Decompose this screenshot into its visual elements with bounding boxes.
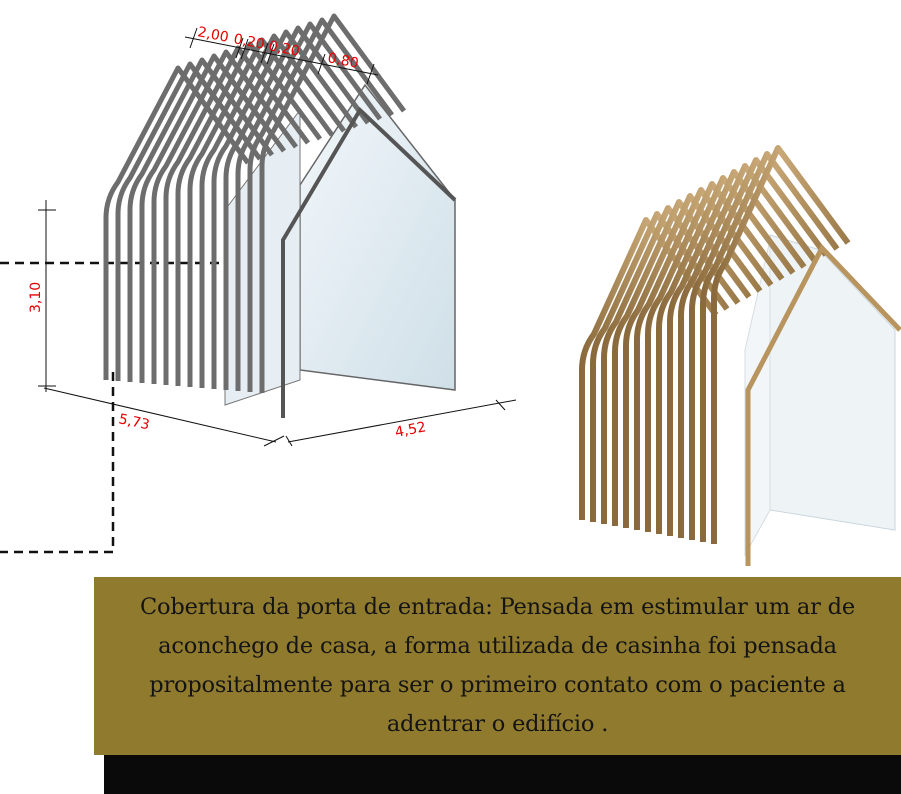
wood-slat-1	[579, 217, 719, 520]
grey-slat-14	[259, 13, 407, 393]
front-arch-edge	[281, 106, 457, 418]
wood-slat-3	[601, 205, 741, 524]
dim-top-tick-7	[366, 63, 375, 85]
wood-slat-5	[623, 193, 763, 528]
wood-slat-2	[590, 211, 730, 522]
render-front-edge	[745, 243, 901, 566]
dim-width-tick-start	[285, 435, 293, 447]
dim-top-tick-2	[235, 37, 244, 59]
technical-model	[103, 13, 457, 418]
dim-label-length: 5,73	[117, 411, 151, 433]
wood-slat-8	[656, 175, 796, 534]
wood-slat-6	[634, 187, 774, 530]
grey-slat-4	[139, 53, 287, 383]
dimension-labels: 2,00 0,20 0,20 0,80 3,10 5,73 4,52	[28, 24, 427, 441]
grey-slat-7	[175, 41, 323, 386]
wood-slat-4	[612, 199, 752, 526]
dim-length-line	[43, 387, 277, 443]
grey-slat-2	[115, 61, 263, 381]
grey-slat-12	[235, 21, 383, 391]
dim-label-top-1: 2,00	[196, 24, 230, 46]
caption-box: Cobertura da porta de entrada: Pensada e…	[94, 577, 901, 755]
dim-top-tick-6	[317, 53, 326, 75]
dim-label-top-2: 0,20	[232, 31, 266, 53]
wood-slat-12	[700, 151, 840, 542]
dim-length-tick-end	[263, 435, 285, 447]
leader-vertical-bottom	[0, 372, 115, 554]
dim-label-top-3: 0,20	[267, 38, 301, 60]
dimension-lines	[38, 27, 517, 447]
wood-slat-10	[678, 163, 818, 538]
grey-slat-1	[103, 65, 251, 380]
dim-width-line	[287, 399, 517, 443]
dim-top-line	[184, 36, 379, 76]
grey-slats	[103, 13, 407, 393]
grey-slat-5	[151, 49, 299, 384]
grey-slat-13	[247, 17, 395, 392]
wood-slat-11	[689, 157, 829, 540]
rendered-model	[579, 145, 901, 566]
glass-panel-rear	[299, 83, 456, 391]
grey-slat-6	[163, 45, 311, 385]
dim-label-height: 3,10	[28, 282, 44, 313]
caption-text: Cobertura da porta de entrada: Pensada e…	[140, 594, 855, 737]
dim-label-top-4: 0,80	[326, 50, 360, 72]
dim-top-tick-5	[266, 43, 275, 65]
grey-slat-8	[187, 37, 335, 387]
render-glass-rear	[769, 234, 896, 531]
wood-slat-13	[711, 145, 851, 544]
grey-slat-11	[223, 25, 371, 390]
wood-slat-9	[667, 169, 807, 536]
wood-slats	[579, 145, 851, 544]
wood-slat-7	[645, 181, 785, 532]
dim-top-tick-3	[240, 38, 249, 60]
dim-label-width: 4,52	[394, 419, 428, 441]
dim-top-tick-1	[189, 27, 198, 49]
grey-slat-10	[211, 29, 359, 389]
grey-slat-9	[199, 33, 347, 388]
dim-width-tick-end	[495, 399, 506, 411]
grey-slat-3	[127, 57, 275, 382]
dim-top-tick-4	[260, 42, 269, 64]
